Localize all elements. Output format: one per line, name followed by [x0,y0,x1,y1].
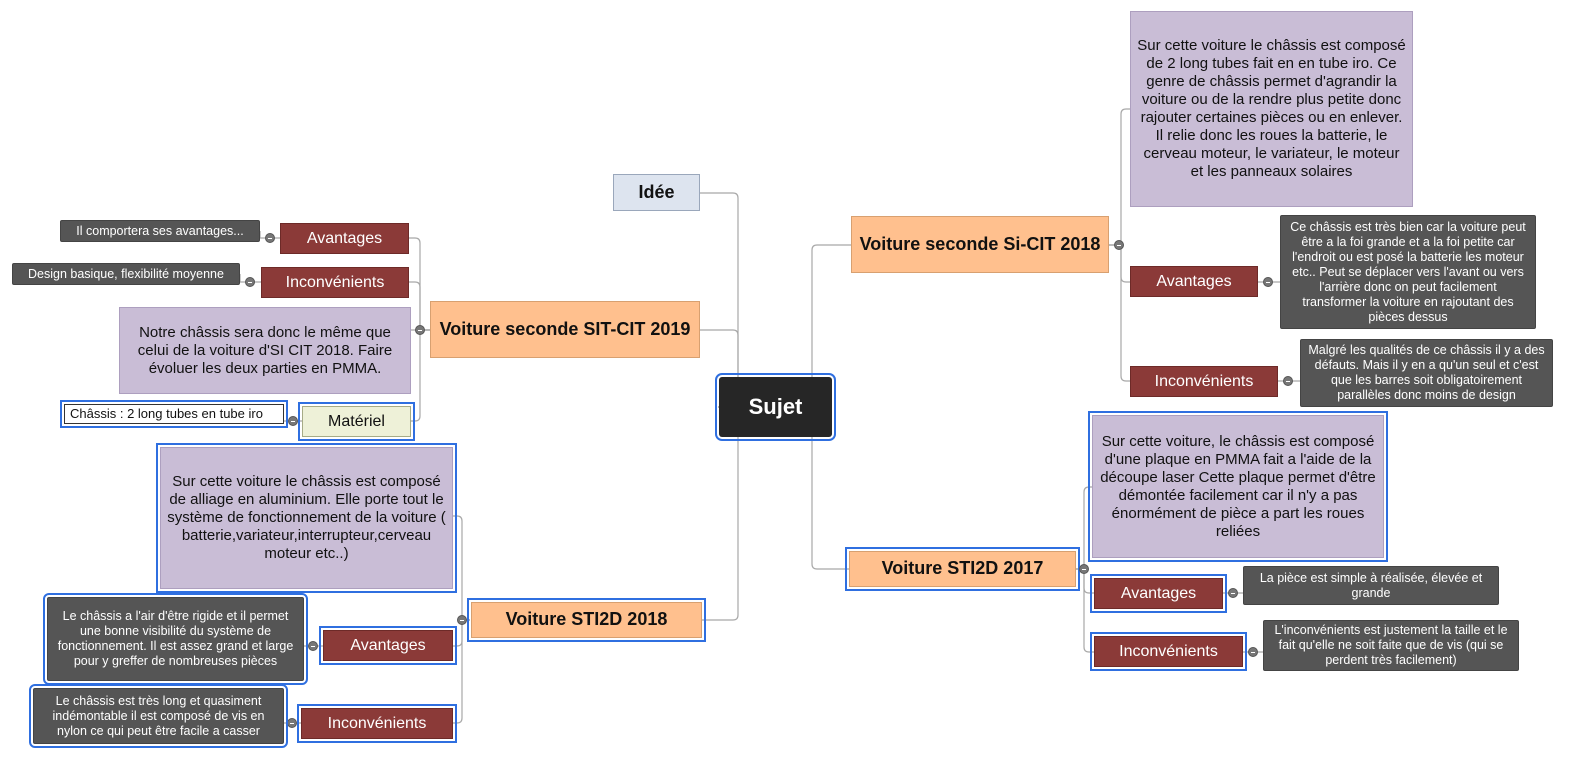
materiel-2019[interactable]: Matériel [298,402,415,441]
topic-voiture-sit-cit-2019[interactable]: Voiture seconde SIT-CIT 2019 [430,301,700,358]
inconvenients-2019-note: Design basique, flexibilité moyenne [12,263,240,285]
inconvenients-si-cit-2018[interactable]: Inconvénients [1130,366,1278,397]
description-si-cit-2018-text: Sur cette voiture le châssis est composé… [1137,37,1406,180]
topic-voiture-sti2d-2018[interactable]: Voiture STI2D 2018 [467,598,706,642]
inconvenients-2019[interactable]: Inconvénients [261,267,409,298]
description-2019: Notre châssis sera donc le même que celu… [119,307,411,394]
description-si-cit-2018: Sur cette voiture le châssis est composé… [1130,11,1413,207]
collapse-toggle-inconvenients-si-cit-2018[interactable] [1283,376,1293,386]
avantages-si-cit-2018[interactable]: Avantages [1130,266,1258,297]
inconvenients-si-cit-2018-note: Malgré les qualités de ce châssis il y a… [1300,339,1553,407]
collapse-toggle-inconvenients-sti2d-2018[interactable] [287,718,297,728]
avantages-si-cit-2018-note: Ce châssis est très bien car la voiture … [1280,215,1536,329]
collapse-toggle-avantages-sti2d-2018[interactable] [308,641,318,651]
avantages-2019-note: Il comportera ses avantages... [60,220,260,242]
collapse-toggle-avantages-si-cit-2018[interactable] [1263,277,1273,287]
inconvenients-sti2d-2018[interactable]: Inconvénients [297,704,457,743]
collapse-toggle-inconvenients-sti2d-2017[interactable] [1248,647,1258,657]
central-topic[interactable]: Sujet [715,373,836,441]
inconvenients-sti2d-2017[interactable]: Inconvénients [1090,632,1247,671]
collapse-toggle-si-cit-2018[interactable] [1114,240,1124,250]
topic-voiture-sti2d-2017[interactable]: Voiture STI2D 2017 [845,547,1080,591]
collapse-toggle-sti2d-2018[interactable] [457,615,467,625]
topic-voiture-si-cit-2018[interactable]: Voiture seconde Si-CIT 2018 [851,216,1109,273]
collapse-toggle-sti2d-2017[interactable] [1079,564,1089,574]
inconvenients-sti2d-2017-note: L'inconvénients est justement la taille … [1263,620,1519,671]
avantages-sti2d-2018-note: Le châssis a l'air d'être rigide et il p… [43,593,308,685]
description-sti2d-2018: Sur cette voiture le châssis est composé… [156,443,457,593]
materiel-2019-value-text: Châssis : 2 long tubes en tube iro [70,406,263,422]
avantages-sti2d-2017-note: La pièce est simple à réalisée, élevée e… [1243,566,1499,605]
collapse-toggle-inconvenients-2019[interactable] [245,277,255,287]
avantages-2019[interactable]: Avantages [280,223,409,254]
idea-topic[interactable]: Idée [613,174,700,211]
inconvenients-sti2d-2018-note: Le châssis est très long et quasiment in… [29,684,288,748]
collapse-toggle-avantages-2019[interactable] [265,233,275,243]
collapse-toggle-2019[interactable] [415,325,425,335]
materiel-2019-value[interactable]: Châssis : 2 long tubes en tube iro [60,400,288,428]
avantages-sti2d-2017[interactable]: Avantages [1090,574,1227,613]
avantages-sti2d-2018[interactable]: Avantages [319,626,457,665]
collapse-toggle-avantages-sti2d-2017[interactable] [1228,588,1238,598]
description-sti2d-2017: Sur cette voiture, le châssis est compos… [1088,411,1388,562]
collapse-toggle-materiel-2019[interactable] [288,416,298,426]
